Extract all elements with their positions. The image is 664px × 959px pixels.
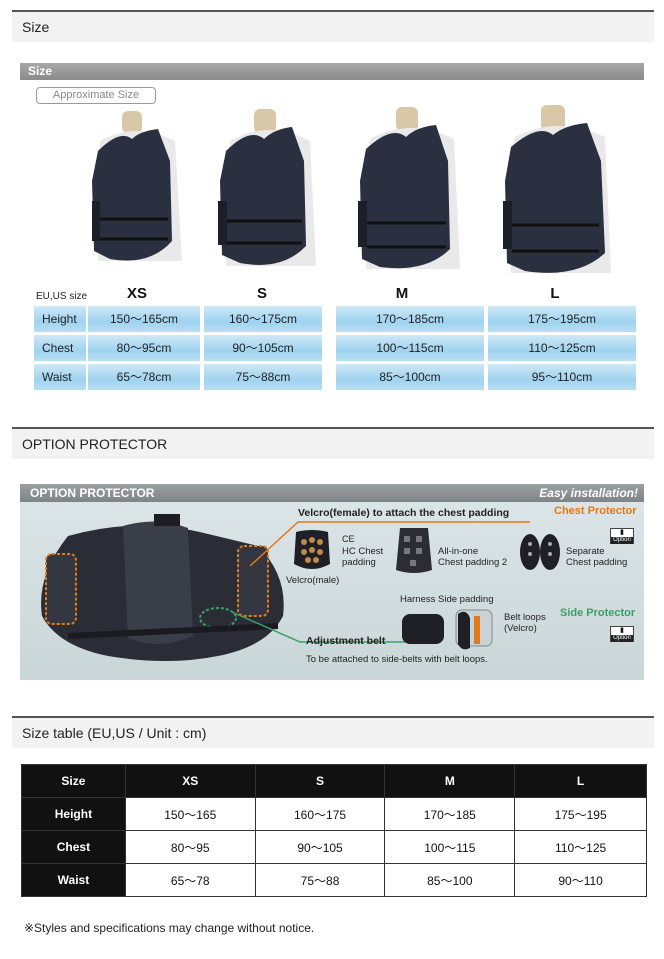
table-row-header: Waist bbox=[21, 863, 126, 897]
table-cell: 160～175 bbox=[254, 797, 386, 831]
belt-loops-label: Belt loops bbox=[504, 612, 546, 623]
option-badge-chest: ▮Option bbox=[610, 528, 634, 544]
section-header-size-table: Size table (EU,US / Unit : cm) bbox=[12, 716, 654, 748]
table-cell: 100～115 bbox=[384, 830, 516, 864]
row-value: 95～110cm bbox=[488, 364, 636, 390]
separate-chest-padding-image bbox=[520, 534, 560, 570]
vest-xs-image bbox=[92, 111, 182, 261]
row-label: Chest bbox=[34, 335, 86, 361]
separate-chest-padding-label: Chest padding bbox=[566, 557, 628, 568]
size-chart-image: Size Approximate Size EU,US size XS S M bbox=[20, 63, 644, 393]
table-cell: 65～78 bbox=[124, 863, 256, 897]
vest-s-image bbox=[218, 109, 316, 266]
section-header-option-protector: OPTION PROTECTOR bbox=[12, 427, 654, 459]
ce-mark: CE bbox=[342, 534, 355, 544]
row-value: 160～175cm bbox=[204, 306, 322, 332]
harness-side-padding-label: Harness Side padding bbox=[400, 594, 494, 605]
separate-label: Separate bbox=[566, 546, 605, 557]
table-row: Waist 65～78 75～88 85～100 90～110 bbox=[21, 863, 647, 897]
specification-note: ※Styles and specifications may change wi… bbox=[24, 921, 315, 935]
size-label-l: L bbox=[550, 285, 560, 302]
row-label: Waist bbox=[34, 364, 86, 390]
option-badge-side: ▮Option bbox=[610, 626, 634, 642]
option-protector-image: OPTION PROTECTOR Easy installation! Velc… bbox=[20, 484, 644, 680]
option-image-bar: OPTION PROTECTOR Easy installation! bbox=[20, 484, 644, 502]
table-header-cell: Size bbox=[21, 764, 126, 798]
table-cell: 85～100 bbox=[384, 863, 516, 897]
table-header-cell: M bbox=[384, 764, 516, 798]
size-label-m: M bbox=[395, 285, 409, 302]
row-label: Height bbox=[34, 306, 86, 332]
eu-us-size-label: EU,US size bbox=[36, 291, 88, 302]
row-value: 90～105cm bbox=[204, 335, 322, 361]
size-image-bar: Size bbox=[20, 63, 644, 80]
row-value: 85～100cm bbox=[336, 364, 484, 390]
hc-chest-padding-image bbox=[294, 530, 330, 569]
table-cell: 150～165 bbox=[124, 797, 256, 831]
table-header-cell: XS bbox=[124, 764, 256, 798]
belt-loops-velcro-label: (Velcro) bbox=[504, 623, 537, 634]
table-cell: 175～195 bbox=[514, 797, 647, 831]
table-header-row: Size XS S M L bbox=[21, 764, 647, 798]
size-table: Size XS S M L Height 150～165 160～175 170… bbox=[21, 764, 647, 897]
row-value: 110～125cm bbox=[488, 335, 636, 361]
table-cell: 170～185 bbox=[384, 797, 516, 831]
hc-padding-label: padding bbox=[342, 557, 376, 568]
velcro-female-label: Velcro(female) to attach the chest paddi… bbox=[298, 507, 510, 519]
table-row-header: Height bbox=[21, 797, 126, 831]
chest-protector-label: Chest Protector bbox=[554, 505, 637, 517]
row-value: 80～95cm bbox=[88, 335, 200, 361]
size-label-s: S bbox=[256, 285, 267, 302]
row-value: 75～88cm bbox=[204, 364, 322, 390]
row-value: 65～78cm bbox=[88, 364, 200, 390]
all-in-one-label: All-in-one bbox=[438, 546, 479, 557]
velcro-male-label: Velcro(male) bbox=[286, 575, 340, 586]
size-label-xs: XS bbox=[126, 285, 147, 302]
table-cell: 90～105 bbox=[254, 830, 386, 864]
table-row: Height 150～165 160～175 170～185 175～195 bbox=[21, 797, 647, 831]
vest-m-image bbox=[358, 107, 460, 269]
all-in-one-chest-padding-image bbox=[396, 528, 432, 573]
option-bar-title: OPTION PROTECTOR bbox=[30, 486, 155, 500]
row-value: 175～195cm bbox=[488, 306, 636, 332]
side-protector-label: Side Protector bbox=[560, 607, 636, 619]
chest-padding-2-label: Chest padding 2 bbox=[438, 557, 508, 568]
callout-lines bbox=[231, 521, 530, 643]
row-value: 100～115cm bbox=[336, 335, 484, 361]
table-cell: 75～88 bbox=[254, 863, 386, 897]
hc-chest-label: HC Chest bbox=[342, 546, 384, 557]
table-cell: 110～125 bbox=[514, 830, 647, 864]
table-cell: 80～95 bbox=[124, 830, 256, 864]
section-header-size: Size bbox=[12, 10, 654, 42]
attach-note-label: To be attached to side-belts with belt l… bbox=[306, 654, 488, 665]
vest-back-image bbox=[41, 514, 284, 661]
table-cell: 90～110 bbox=[514, 863, 647, 897]
table-header-cell: L bbox=[514, 764, 647, 798]
approximate-size-tag: Approximate Size bbox=[36, 87, 156, 104]
harness-side-padding-image bbox=[402, 609, 493, 650]
adjustment-belt-label: Adjustment belt bbox=[306, 635, 386, 647]
row-value: 150～165cm bbox=[88, 306, 200, 332]
table-header-cell: S bbox=[254, 764, 386, 798]
table-row: Chest 80～95 90～105 100～115 110～125 bbox=[21, 830, 647, 864]
row-value: 170～185cm bbox=[336, 306, 484, 332]
easy-installation-label: Easy installation! bbox=[539, 486, 638, 500]
table-row-header: Chest bbox=[21, 830, 126, 864]
vest-l-image bbox=[503, 105, 611, 273]
